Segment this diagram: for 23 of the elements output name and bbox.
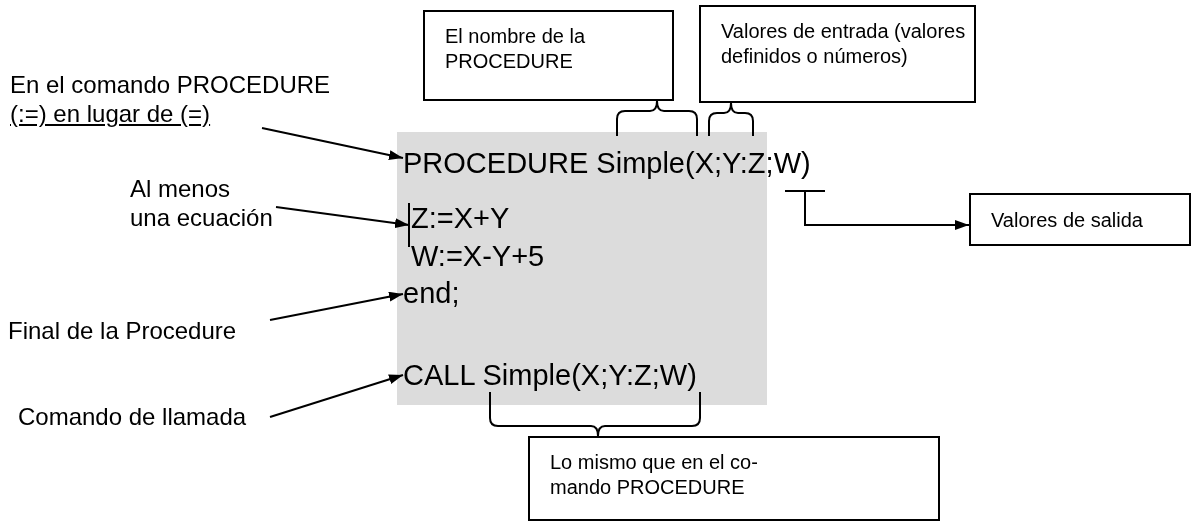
- callout-box: Valores de entrada (valores definidos o números): [699, 5, 976, 103]
- annotation-text: (:=) en lugar de (=): [10, 99, 211, 128]
- code-line: Z:=X+Y: [411, 201, 521, 235]
- curly-brace: [616, 100, 698, 137]
- arrow: [269, 291, 404, 321]
- annotation-text: En el comando PROCEDURE: [10, 70, 331, 99]
- arrow: [261, 127, 404, 160]
- callout-box: Valores de salida: [969, 193, 1191, 246]
- annotation-text: Comando de llamada: [18, 402, 272, 431]
- arrow: [804, 191, 970, 230]
- code-line: CALL Simple(X;Y:Z;W): [403, 358, 713, 392]
- code-line: W:=X-Y+5: [411, 239, 561, 273]
- callout-box: El nombre de la PROCEDURE: [423, 10, 674, 101]
- curly-brace: [489, 391, 701, 437]
- arrow: [275, 206, 410, 229]
- underline-bar: [785, 190, 825, 192]
- annotation-text: Al menos una ecuación: [130, 174, 276, 232]
- arrow: [269, 374, 404, 418]
- callout-box: Lo mismo que en el co- mando PROCEDURE: [528, 436, 940, 521]
- curly-brace: [708, 102, 754, 137]
- code-line: end;: [403, 276, 473, 310]
- code-line: PROCEDURE Simple(X;Y:Z;W): [403, 136, 833, 180]
- annotation-text: Final de la Procedure: [8, 316, 270, 345]
